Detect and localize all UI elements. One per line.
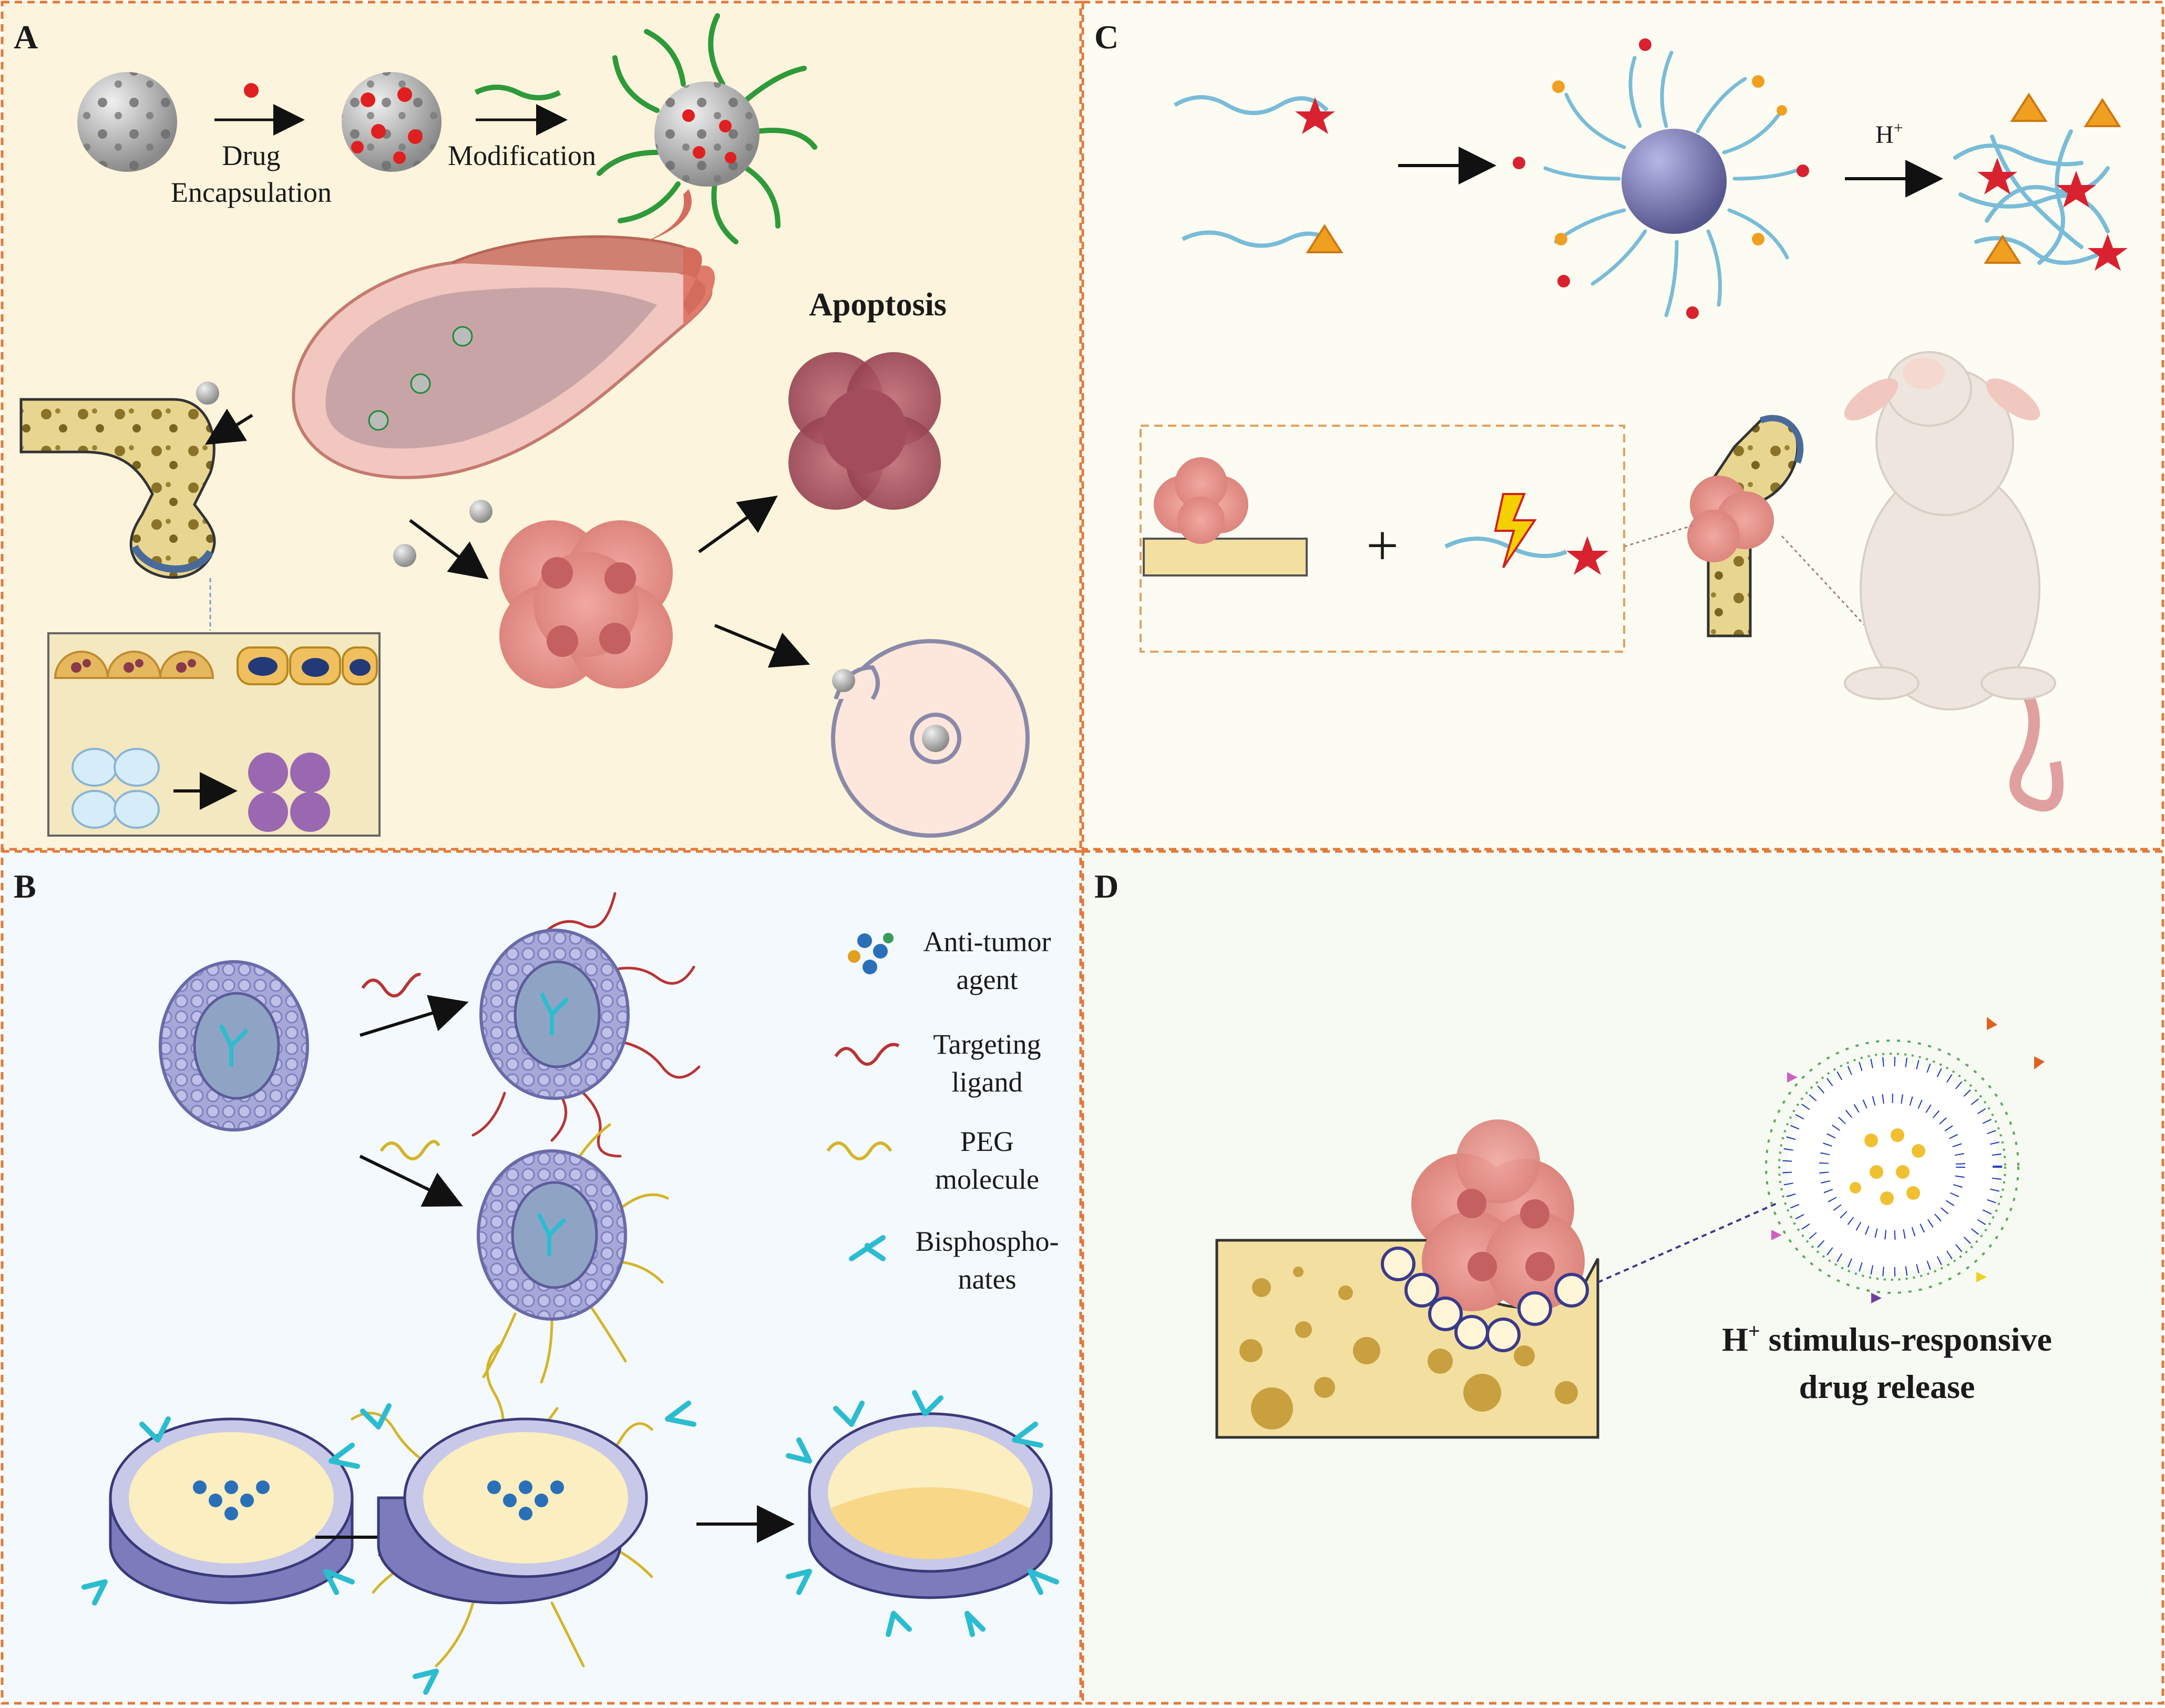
bone-tumor-cluster — [1411, 1119, 1585, 1311]
peg-molecule-icon — [826, 1141, 892, 1160]
ligand-modification-arrow — [360, 995, 469, 1037]
targeting-ligand-strand — [361, 973, 422, 997]
targeting-ligand-icon — [834, 1043, 900, 1066]
legend-targeting-line1: Targeting — [933, 1028, 1041, 1060]
endocytosis-cell — [831, 639, 1030, 838]
circulating-nanoparticle-3 — [393, 544, 416, 567]
legend-bisphosphonates: Bisphospho- nates — [849, 1226, 1059, 1295]
polymer-star-conjugate — [1173, 95, 1335, 134]
drug-label-line2: Encapsulation — [171, 177, 332, 208]
circulating-nanoparticle-2 — [469, 500, 492, 523]
ligand-modified-liposome — [471, 892, 701, 1158]
circulating-nanoparticle-1 — [196, 382, 219, 405]
bisphosphonate-capsule-released — [786, 1390, 1059, 1637]
legend-targeting-line2: ligand — [952, 1066, 1023, 1098]
arrow-to-endocytosis — [714, 624, 810, 668]
d-title-line1: H+ stimulus-responsive — [1722, 1319, 2052, 1358]
arrow-to-tumor — [409, 519, 489, 580]
femur-with-tumor — [1687, 415, 1804, 637]
polymer-micelle — [1513, 38, 1809, 319]
inset-connector-c — [1624, 524, 1693, 548]
blood-vessel-illustration — [292, 189, 715, 479]
bone-bound-liposomes — [1381, 1247, 1589, 1352]
bone-microenvironment-inset — [47, 632, 381, 837]
panel-d-letter: D — [1094, 868, 1119, 905]
proton-label: H+ — [1875, 118, 1903, 149]
liposome-base — [159, 960, 309, 1131]
bisphosphonate-capsule-pegylated — [351, 1344, 696, 1695]
bone-surface-tumor — [1143, 457, 1308, 577]
legend-bisphos-line2: nates — [958, 1263, 1017, 1295]
apoptosis-label: Apoptosis — [809, 287, 947, 323]
legend-peg-line2: molecule — [935, 1164, 1039, 1195]
anti-tumor-agent-icon — [848, 933, 894, 974]
legend-peg-line1: PEG — [960, 1126, 1014, 1157]
legend-bisphos-line1: Bisphospho- — [915, 1226, 1059, 1257]
legend-anti-tumor-agent: Anti-tumor agent — [848, 926, 1051, 995]
legend-peg-molecule: PEG molecule — [826, 1126, 1039, 1195]
drug-label-line1: Drug — [222, 140, 281, 171]
plus-sign: + — [1366, 513, 1399, 578]
released-polymer-network — [1953, 92, 2128, 271]
legend-targeting-ligand: Targeting ligand — [834, 1028, 1041, 1098]
photosensitive-probe — [1444, 493, 1608, 575]
modification-polymer-icon — [474, 85, 561, 100]
liposome-zoom-connector — [1597, 1202, 1777, 1283]
peg-modification-arrow — [359, 1155, 463, 1207]
bone-surface-inset — [1140, 425, 1625, 653]
d-title-line2: drug release — [1799, 1368, 1975, 1405]
mesoporous-nanoparticle-empty — [77, 72, 177, 172]
bisphosphonate-icon — [849, 1235, 886, 1261]
panel-a-letter: A — [14, 18, 38, 56]
arrow-to-apoptosis — [698, 496, 778, 553]
femur-bone-illustration — [19, 398, 216, 579]
modified-nanoparticle — [597, 13, 817, 244]
bone-lesion-block — [1215, 1239, 1599, 1439]
bisphosphonate-capsule-loaded — [81, 1416, 360, 1606]
panel-b-letter: B — [14, 868, 36, 905]
mouse-model-illustration — [1844, 351, 2064, 812]
polymer-triangle-conjugate — [1182, 224, 1343, 253]
modification-label: Modification — [448, 140, 596, 171]
drug-loaded-nanoparticle — [342, 72, 442, 172]
peg-modified-liposome — [477, 1123, 669, 1384]
mouse-connector — [1781, 535, 1920, 684]
panel-c-letter: C — [1094, 18, 1119, 56]
ph-responsive-liposome — [1765, 1017, 2045, 1303]
legend-anti-tumor-line2: agent — [957, 964, 1018, 995]
tumor-cell-cluster — [499, 520, 673, 688]
peg-strand — [379, 1140, 440, 1160]
arrow-to-bone — [204, 408, 253, 445]
apoptotic-cell-cluster — [788, 352, 941, 510]
legend-anti-tumor-line1: Anti-tumor — [924, 926, 1051, 958]
drug-molecule-icon — [244, 83, 259, 98]
